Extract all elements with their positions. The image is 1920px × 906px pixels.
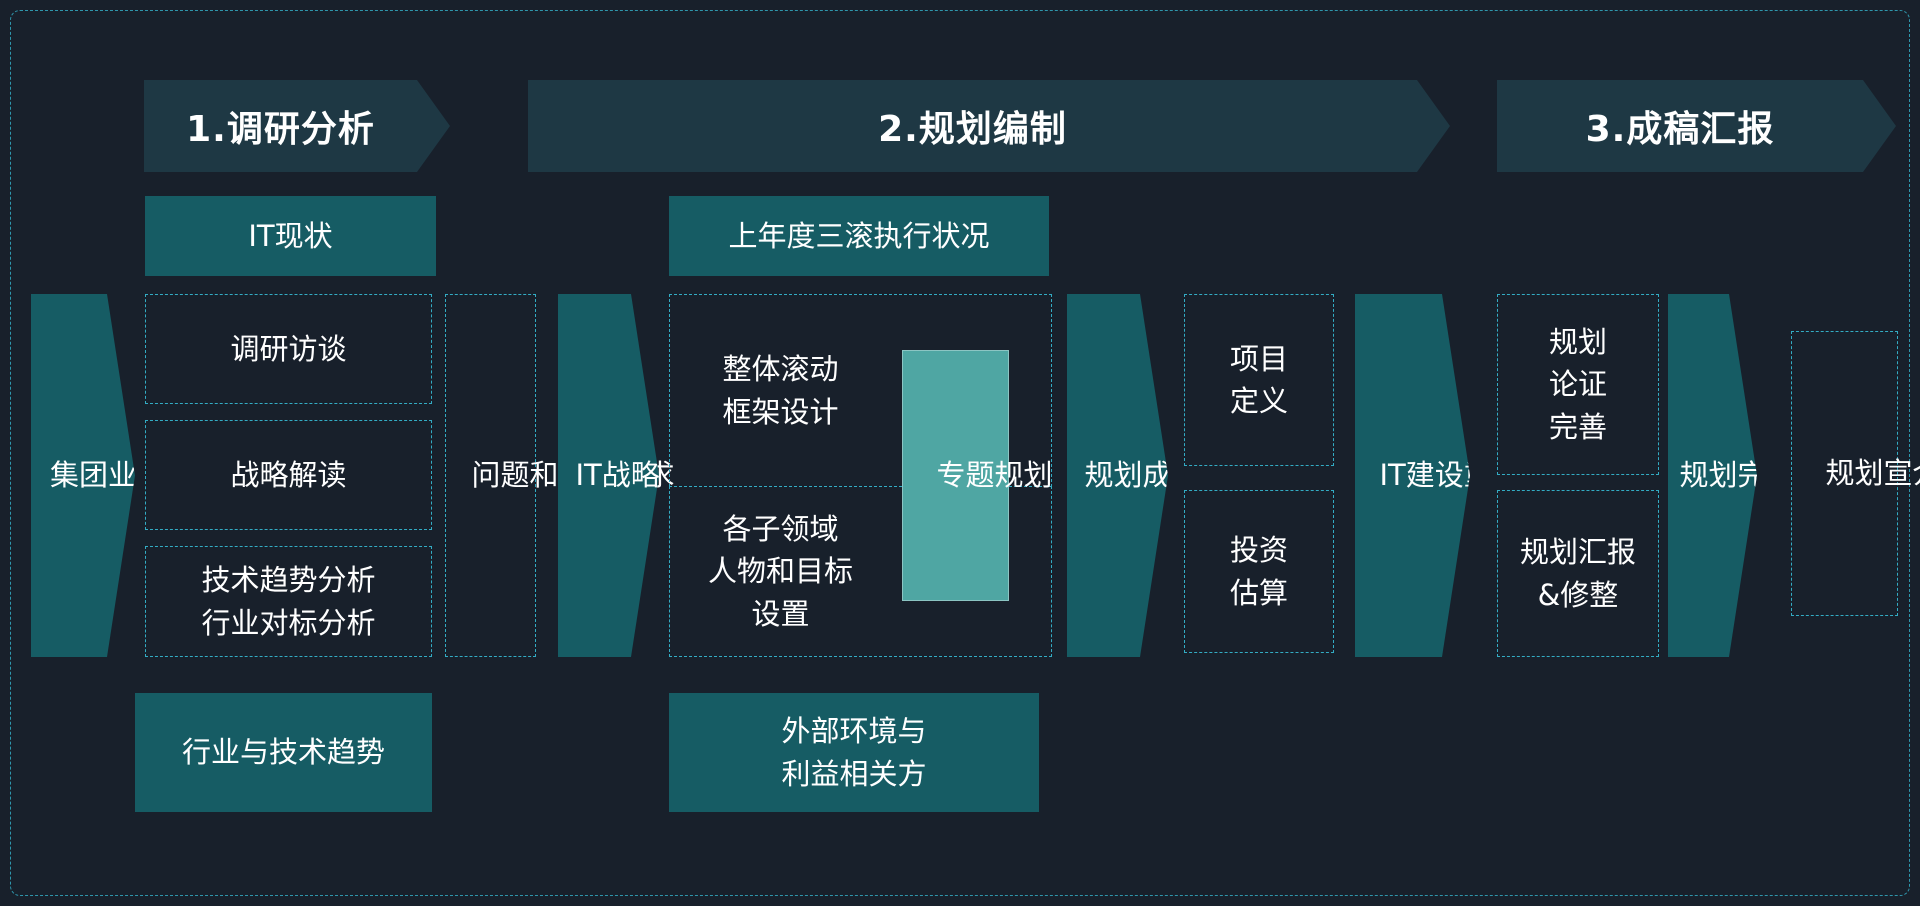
- group-business-strategy-arrow: 集团业务战略: [31, 294, 135, 657]
- phase-header-report: 3.成稿汇报: [1497, 80, 1896, 172]
- last-year-rolling-execution-label: 上年度三滚执行状况: [728, 218, 990, 253]
- strategy-interpretation-box: 战略解读: [145, 420, 432, 530]
- it-construction-focus-label: IT建设重点与投资: [1379, 458, 1609, 493]
- plan-promotion-label: 规划宣介: [1825, 456, 1920, 491]
- it-status-box: IT现状: [145, 196, 436, 276]
- investment-estimate-label: 投资 估算: [1229, 533, 1288, 610]
- plan-report-revision-label: 规划汇报 &修整: [1519, 535, 1636, 612]
- investment-estimate-box: 投资 估算: [1184, 490, 1334, 653]
- phase-header-planning-label: 2.规划编制: [878, 109, 1067, 150]
- it-status-label: IT现状: [248, 218, 333, 253]
- tech-trend-benchmark-box: 技术趋势分析 行业对标分析: [145, 546, 432, 657]
- group-business-strategy-label: 集团业务战略: [50, 458, 225, 493]
- problems-high-value-needs-box: 问题和高价需求: [445, 294, 675, 657]
- plan-verification-box: 规划 论证 完善: [1497, 294, 1659, 475]
- it-construction-focus-arrow: IT建设重点与投资: [1355, 294, 1470, 657]
- planning-results-label: 规划成果: [1084, 458, 1201, 493]
- tech-trend-benchmark-label: 技术趋势分析 行业对标分析: [201, 563, 376, 640]
- industry-tech-trend-label: 行业与技术趋势: [181, 735, 385, 770]
- plan-report-revision-box: 规划汇报 &修整: [1497, 490, 1659, 657]
- research-interview-label: 调研访谈: [230, 331, 347, 366]
- project-definition-box: 项目 定义: [1184, 294, 1334, 466]
- plan-promotion-box: 规划宣介: [1791, 331, 1920, 616]
- it-strategy-arrow: IT战略: [558, 294, 659, 657]
- research-interview-box: 调研访谈: [145, 294, 432, 404]
- phase-header-research: 1.调研分析: [144, 80, 450, 172]
- last-year-rolling-execution-box: 上年度三滚执行状况: [669, 196, 1049, 276]
- phase-header-planning: 2.规划编制: [528, 80, 1450, 172]
- plan-verification-label: 规划 论证 完善: [1548, 325, 1607, 444]
- plan-final-version-arrow: 规划完善版: [1668, 294, 1757, 657]
- phase-header-research-label: 1.调研分析: [186, 109, 375, 150]
- special-topic-planning-label: 专题规划: [936, 458, 1053, 493]
- subdomain-goals-label: 各子领域 人物和目标 设置: [707, 512, 853, 631]
- overall-rolling-framework-label: 整体滚动 框架设计: [722, 352, 839, 429]
- problems-high-value-needs-label: 问题和高价需求: [472, 456, 675, 494]
- plan-final-version-label: 规划完善版: [1679, 458, 1825, 493]
- industry-tech-trend-box: 行业与技术趋势: [135, 693, 432, 812]
- planning-results-arrow: 规划成果: [1067, 294, 1168, 657]
- external-environment-stakeholders-box: 外部环境与 利益相关方: [669, 693, 1039, 812]
- phase-header-report-label: 3.成稿汇报: [1585, 109, 1775, 150]
- it-strategy-label: IT战略: [575, 458, 660, 493]
- project-definition-label: 项目 定义: [1229, 341, 1288, 418]
- subdomain-goals-box: 各子领域 人物和目标 设置: [669, 486, 1052, 657]
- special-topic-planning-box: 专题规划: [902, 350, 1053, 601]
- external-environment-stakeholders-label: 外部环境与 利益相关方: [781, 714, 927, 791]
- strategy-interpretation-label: 战略解读: [230, 457, 347, 492]
